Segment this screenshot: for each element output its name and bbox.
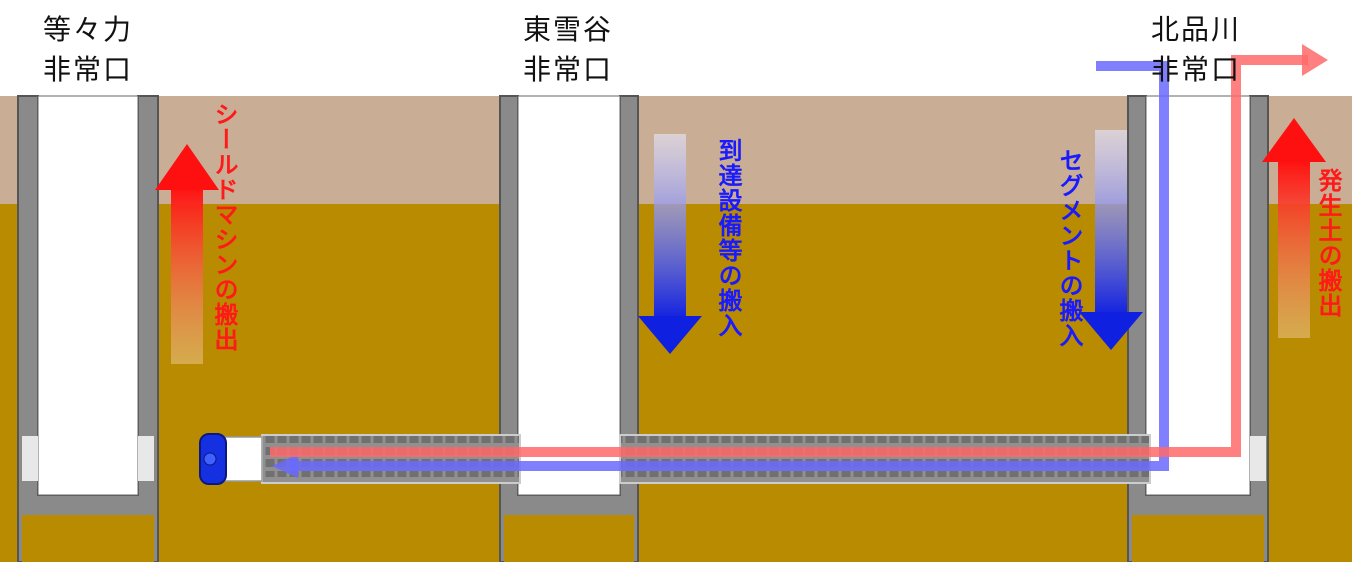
shaft-higashi-yukigaya bbox=[499, 95, 639, 562]
shaft-label-todoroki: 等々力 非常口 bbox=[18, 10, 158, 90]
shaft-todoroki bbox=[17, 95, 159, 562]
segment-route-arrowhead bbox=[272, 454, 298, 478]
shaft-name: 等々力 bbox=[42, 13, 133, 46]
spoil-removal-route bbox=[270, 55, 1308, 457]
shaft-kita-shinagawa bbox=[1127, 95, 1269, 562]
shield-out-arrow bbox=[155, 144, 219, 364]
arrival-in-label: 到達設備等の搬入 bbox=[714, 138, 742, 338]
shaft-cavity bbox=[517, 95, 621, 496]
segment-in-arrow bbox=[1079, 130, 1143, 350]
tunnel-segment-west bbox=[261, 434, 521, 484]
shaft-sub: 非常口 bbox=[42, 53, 133, 86]
segment-in-label: セグメントの搬入 bbox=[1055, 148, 1083, 348]
shaft-label-higashi-yukigaya: 東雪谷 非常口 bbox=[498, 10, 638, 90]
segment-supply-route bbox=[290, 61, 1169, 471]
shaft-name: 東雪谷 bbox=[522, 13, 613, 46]
shaft-base bbox=[1132, 515, 1264, 562]
shaft-label-kita-shinagawa: 北品川 非常口 bbox=[1126, 10, 1266, 90]
arrival-in-arrow bbox=[638, 134, 702, 354]
tunnel-lining bbox=[261, 434, 1151, 484]
shaft-base bbox=[504, 515, 634, 562]
shaft-name: 北品川 bbox=[1150, 13, 1241, 46]
soil-out-arrow bbox=[1262, 118, 1326, 338]
shield-machine bbox=[199, 433, 263, 485]
cutter-center bbox=[203, 452, 217, 466]
soil-out-label: 発生土の搬出 bbox=[1314, 168, 1342, 318]
tunnel-segment-east bbox=[619, 434, 1151, 484]
shield-out-label: シールドマシンの搬出 bbox=[210, 102, 238, 352]
shaft-base bbox=[22, 515, 154, 562]
shaft-cavity bbox=[37, 95, 139, 496]
shaft-sub: 非常口 bbox=[522, 53, 613, 86]
shaft-sub: 非常口 bbox=[1150, 53, 1241, 86]
spoil-route-arrowhead bbox=[1302, 44, 1328, 76]
